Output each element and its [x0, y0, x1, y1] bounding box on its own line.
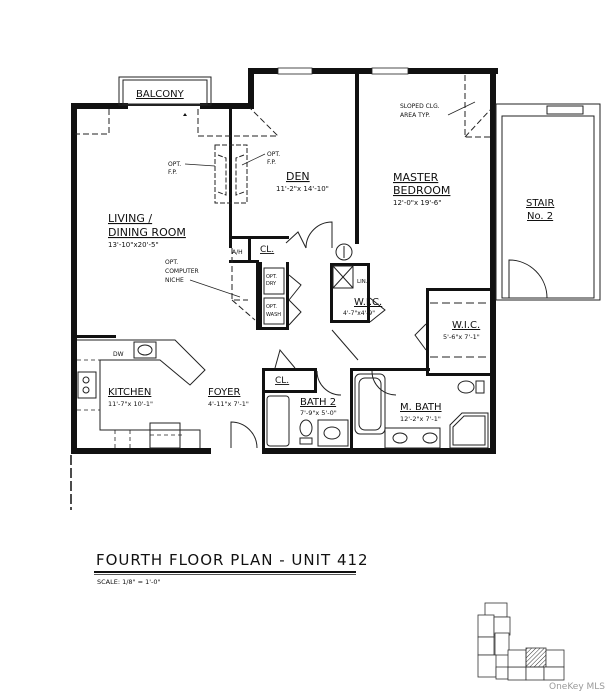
optional-fireplaces	[214, 144, 248, 204]
opt-fp-left-note: OPT.	[168, 161, 181, 168]
computer-niche-note-3: NICHE	[165, 277, 184, 284]
title-underline-thin	[94, 574, 356, 575]
key-plan	[477, 602, 565, 681]
opt-fp-left-note-2: F.P.	[168, 169, 177, 176]
bath2-label: BATH 2	[300, 397, 336, 408]
dw-label: DW	[113, 351, 124, 358]
opt-dryer-note-1: OPT.	[266, 274, 277, 280]
living-room-dims: 13'-10"x20'-5"	[108, 241, 159, 249]
interior-walls	[71, 74, 494, 454]
annotations: OPT. F.P. OPT. F.P. OPT. COMPUTER NICHE …	[165, 101, 476, 318]
linen-label: LIN.	[357, 279, 368, 285]
mechanical-chase	[332, 243, 354, 289]
balcony-label: BALCONY	[136, 89, 185, 100]
stair-label-2: No. 2	[527, 211, 553, 222]
door-swings	[230, 221, 427, 449]
bath2-dims: 7'-9"x 5'-0"	[300, 409, 337, 417]
kitchen-dashes	[77, 359, 185, 448]
opt-fp-right-note: OPT.	[267, 151, 280, 158]
master-bedroom-label-2: BEDROOM	[393, 184, 450, 197]
closet-foyer-label: CL.	[275, 376, 289, 386]
computer-niche-note-1: OPT.	[165, 259, 178, 266]
wic1-label: W.I.C.	[354, 297, 382, 308]
den-label: DEN	[286, 170, 310, 183]
windows	[277, 67, 409, 75]
master-bath-dims: 12'-2"x 7'-1"	[400, 415, 441, 423]
balcony	[118, 76, 212, 106]
master-bedroom-dims: 12'-0"x 19'-6"	[393, 199, 441, 207]
plan-scale: SCALE: 1/8" = 1'-0"	[97, 578, 161, 586]
sloped-ceiling-dashes	[75, 75, 491, 321]
foyer-dims: 4'-11"x 7'-1"	[208, 400, 249, 408]
ah-label: A/H	[232, 249, 243, 256]
opt-dryer-note-2: DRY	[266, 281, 277, 287]
plan-title: FOURTH FLOOR PLAN - UNIT 412	[96, 551, 369, 569]
stair-outline	[495, 103, 601, 301]
master-bedroom-label-1: MASTER	[393, 171, 439, 184]
kitchen-dims: 11'-7"x 10'-1"	[108, 400, 153, 408]
opt-washer-note-1: OPT.	[266, 304, 277, 310]
exterior-walls	[71, 68, 498, 454]
kitchen-counters	[77, 339, 206, 449]
title-underline	[94, 571, 356, 573]
computer-niche-note-2: COMPUTER	[165, 268, 199, 275]
closet-hall-label: CL.	[260, 245, 274, 255]
kitchen-label: KITCHEN	[108, 387, 151, 398]
wic2-shelves	[430, 302, 490, 358]
foyer-label: FOYER	[208, 387, 241, 398]
master-bath-label: M. BATH	[400, 402, 442, 413]
washer-dryer	[263, 267, 285, 325]
stair-label-1: STAIR	[526, 198, 554, 209]
living-room-label-1: LIVING /	[108, 212, 152, 225]
opt-fp-right-note-2: F.P.	[267, 159, 276, 166]
sloped-ceiling-note-2: AREA TYP.	[400, 112, 430, 119]
sloped-ceiling-note-1: SLOPED CLG.	[400, 103, 440, 110]
wic2-label: W.I.C.	[452, 320, 480, 331]
room-labels: LIVING / DINING ROOM 13'-10"x20'-5" DEN …	[108, 170, 554, 423]
bath-fixtures	[266, 373, 489, 449]
wic2-dims: 5'-6"x 7'-1"	[443, 333, 480, 341]
wic1-dims: 4'-7"x4'-9"	[343, 310, 375, 317]
watermark: OneKey MLS	[549, 682, 605, 692]
opt-washer-note-2: WASH	[266, 312, 281, 318]
living-room-label-2: DINING ROOM	[108, 226, 186, 239]
den-dims: 11'-2"x 14'-10"	[276, 185, 329, 193]
entry-marker-icon	[183, 113, 187, 116]
